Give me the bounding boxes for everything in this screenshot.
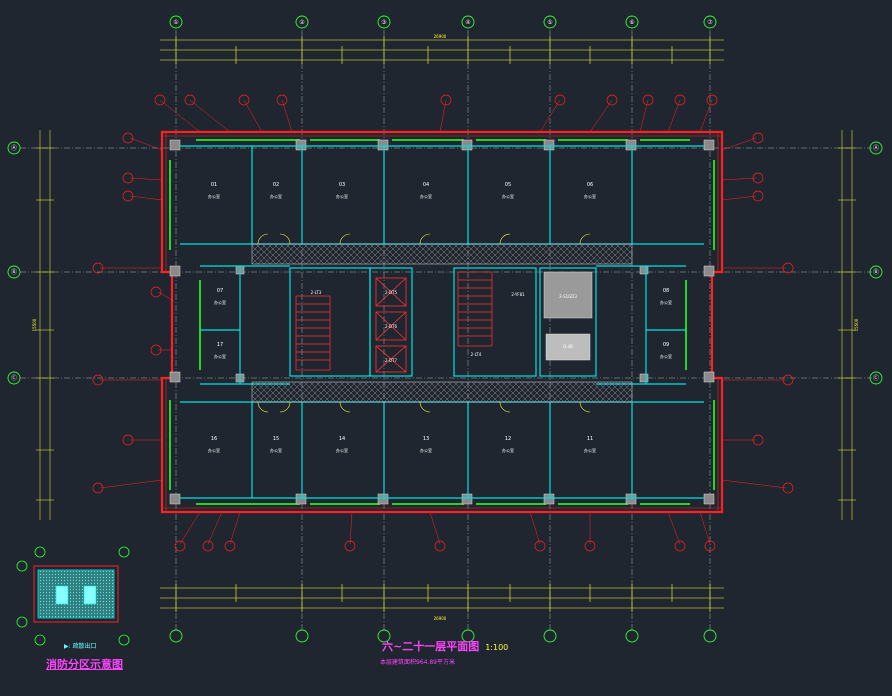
callout-bubbles (92, 94, 794, 552)
room-label-bottom-3-usage: 办公室 (336, 447, 348, 453)
room-label-bottom-5: 12 (505, 436, 511, 442)
grid-bubbles-sides (7, 141, 883, 385)
label-elevator-3: 2-DT7 (385, 358, 398, 363)
fire-zone-inset (16, 546, 130, 646)
room-label-top-1-usage: 办公室 (208, 193, 220, 199)
room-label-left-2-usage: 办公室 (214, 353, 226, 359)
glazing (169, 139, 715, 505)
grid-label-a-right: Ⓐ (873, 144, 879, 152)
dimension-text: 26900 26900 15500 15500 (32, 34, 859, 621)
room-label-bottom-1-usage: 办公室 (208, 447, 220, 453)
room-label-right-2: 09 (663, 342, 669, 348)
grid-label-3: ③ (381, 19, 386, 26)
room-label-top-2: 02 (273, 182, 279, 188)
service-room (543, 271, 593, 361)
drawing-title: 六~二十一层平面图 1:100 (382, 638, 508, 654)
corridor-hatch (251, 243, 633, 403)
overall-dimension-right: 15500 (854, 318, 859, 331)
dimension-ticks (36, 36, 856, 612)
room-label-bottom-4-usage: 办公室 (420, 447, 432, 453)
label-elevator-1: 2-DT5 (385, 290, 398, 295)
door-swings (257, 233, 591, 413)
grid-bubbles-top (169, 15, 717, 29)
grid-label-5: ⑤ (547, 19, 552, 26)
room-label-top-3-usage: 办公室 (336, 193, 348, 199)
grid-label-2: ② (299, 19, 305, 26)
room-label-bottom-5-usage: 办公室 (502, 447, 514, 453)
grid-bubbles-bottom (169, 629, 717, 643)
room-label-left-1-usage: 办公室 (214, 299, 226, 305)
drawing-scale: 1:100 (485, 643, 509, 652)
room-label-left-2: 17 (217, 342, 223, 348)
exterior-wall-hatch (162, 132, 722, 512)
elevators (375, 277, 407, 373)
room-label-right-1: 08 (663, 288, 669, 294)
overall-dimension-top: 26900 (434, 34, 447, 39)
room-label-bottom-4: 13 (423, 436, 429, 442)
room-label-top-1: 01 (211, 182, 217, 188)
room-label-right-2-usage: 办公室 (660, 353, 672, 359)
label-room-note: D-4B (563, 344, 573, 349)
room-label-bottom-2: 15 (273, 436, 279, 442)
overall-dimension-bottom: 26900 (434, 616, 447, 621)
label-stair-b: 2-LT4 (471, 352, 482, 357)
inset-caption: 消防分区示意图 (46, 658, 123, 671)
room-label-top-4: 04 (423, 182, 429, 188)
callout-leaders (99, 99, 787, 545)
room-label-top-6: 06 (587, 182, 593, 188)
grid-lines (20, 30, 872, 632)
grid-label-4: ④ (465, 19, 470, 26)
room-label-left-1: 07 (217, 288, 223, 294)
grid-label-7: ⑦ (707, 19, 713, 26)
room-label-top-3: 03 (339, 182, 345, 188)
room-label-top-2-usage: 办公室 (270, 193, 282, 199)
grid-label-b-left: Ⓑ (11, 268, 17, 276)
drawing-subtitle: 本层建筑面积964.89平方米 (380, 659, 455, 666)
room-label-bottom-3: 14 (339, 436, 345, 442)
dimension-lines (39, 39, 853, 609)
grid-label-6: ⑥ (629, 19, 634, 26)
room-label-top-6-usage: 办公室 (584, 193, 596, 199)
grid-label-c-left: Ⓒ (11, 374, 17, 382)
overall-dimension-left: 15500 (32, 318, 37, 331)
label-shaft-2: 2-S1GD3 (559, 294, 577, 299)
stairs (295, 271, 493, 371)
room-label-right-1-usage: 办公室 (660, 299, 672, 305)
grid-label-a-left: Ⓐ (11, 144, 17, 152)
room-label-top-5: 05 (505, 182, 511, 188)
exterior-walls (160, 130, 724, 514)
room-label-bottom-6: 11 (587, 436, 593, 442)
label-elevator-2: 2-DT6 (385, 324, 398, 329)
grid-label-c-right: Ⓒ (873, 374, 879, 382)
grid-label-1: ① (173, 19, 178, 26)
grid-label-b-right: Ⓑ (873, 268, 879, 276)
room-label-top-5-usage: 办公室 (502, 193, 514, 199)
label-shaft-1: 2-YF81 (511, 292, 525, 297)
grid-bubble-labels: ① ② ③ ④ ⑤ ⑥ ⑦ Ⓐ Ⓑ Ⓒ Ⓐ Ⓑ Ⓒ (11, 19, 879, 382)
room-label-bottom-2-usage: 办公室 (270, 447, 282, 453)
label-stair-a: 2-LT3 (311, 290, 322, 295)
room-label-top-4-usage: 办公室 (420, 193, 432, 199)
partitions (180, 145, 704, 499)
inset-legend: ▶: 疏散出口 (64, 643, 97, 650)
room-label-bottom-6-usage: 办公室 (584, 447, 596, 453)
core-labels: 2-LT3 2-LT4 2-DT5 2-DT6 2-DT7 2-YF81 2-S… (311, 290, 578, 363)
room-labels: 01 办公室 02 办公室 03 办公室 04 办公室 05 办公室 06 办公室 16 办公室 15 办公室… (208, 182, 672, 453)
core (289, 267, 597, 377)
room-label-bottom-1: 16 (211, 436, 217, 442)
drawing-title-text: 六~二十一层平面图 (382, 640, 480, 653)
